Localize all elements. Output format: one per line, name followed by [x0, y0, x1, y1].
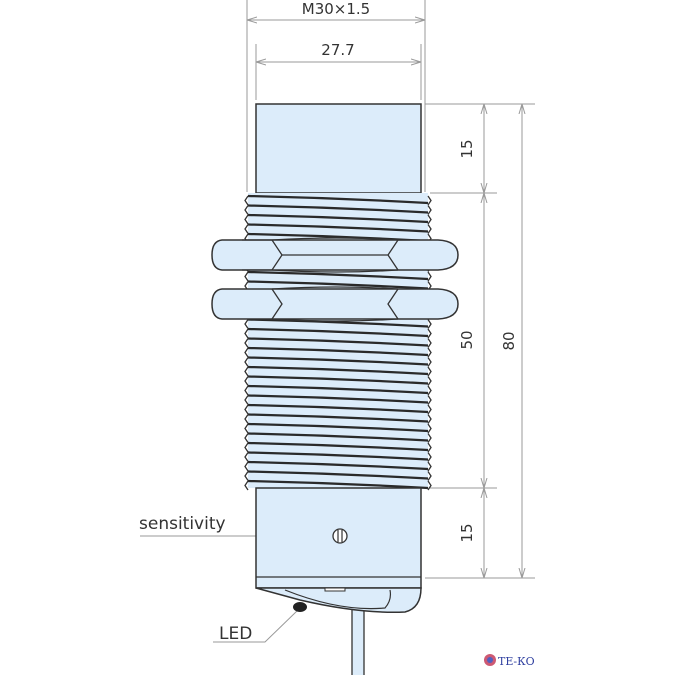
thread-edge: [244, 461, 432, 472]
nut-upper: [211, 237, 459, 273]
thread-edge: [244, 376, 432, 386]
thread-length-dimension: 50: [458, 330, 476, 349]
thread-line: [247, 470, 429, 480]
thread-line: [247, 403, 429, 414]
thread-line: [247, 223, 429, 233]
thread-edge: [244, 338, 432, 348]
thread-line: [247, 213, 429, 224]
thread-line: [247, 318, 429, 328]
top-length-dimension: 15: [458, 139, 476, 158]
thread-line: [247, 479, 429, 490]
sensitivity-label: sensitivity: [139, 514, 226, 534]
thread-edge: [244, 214, 432, 225]
thread-line: [247, 270, 429, 281]
thread-edge: [244, 433, 432, 443]
thread-edge: [244, 224, 432, 234]
thread-line: [247, 384, 429, 395]
width-dimension: 27.7: [321, 41, 354, 59]
logo: ТЕ-КО: [484, 654, 535, 668]
logo-text: ТЕ-КО: [498, 655, 535, 668]
thread-edge: [244, 319, 432, 329]
thread-edge: [244, 271, 432, 282]
thread-line: [247, 337, 429, 347]
housing: [255, 487, 422, 613]
thread-edge: [244, 366, 432, 377]
thread-line: [247, 394, 429, 404]
thread-line: [247, 194, 429, 205]
thread-edge: [244, 480, 432, 491]
sensitivity-potentiometer: [332, 528, 348, 544]
thread-edge: [244, 404, 432, 415]
thread-line: [247, 422, 429, 433]
led-label: LED: [219, 624, 252, 644]
thread-line: [247, 346, 429, 357]
nut-lower: [211, 286, 459, 322]
thread-edge: [244, 347, 432, 358]
thread-dimension: M30×1.5: [302, 0, 370, 18]
dimension-lines: [140, 0, 535, 643]
thread-edge: [244, 414, 432, 424]
thread-edge: [244, 195, 432, 206]
thread-line: [247, 356, 429, 366]
thread-line: [247, 280, 429, 290]
thread-edge: [244, 328, 432, 339]
thread-edge: [244, 442, 432, 453]
thread-edge: [244, 423, 432, 434]
thread-edge: [244, 471, 432, 481]
thread-edge: [244, 385, 432, 396]
led-indicator: [293, 602, 307, 612]
thread-line: [247, 441, 429, 452]
thread-line: [247, 460, 429, 471]
total-length-dimension: 80: [500, 331, 518, 350]
bottom-length-dimension: 15: [458, 523, 476, 542]
thread-edge: [244, 357, 432, 367]
thread-line: [247, 365, 429, 376]
thread-edge: [244, 395, 432, 405]
thread-edge: [244, 205, 432, 215]
thread-edge: [244, 452, 432, 462]
sensing-face: [255, 103, 422, 194]
thread-line: [247, 413, 429, 423]
thread-line: [247, 204, 429, 214]
thread-line: [247, 451, 429, 461]
thread-line: [247, 327, 429, 338]
thread-line: [247, 432, 429, 442]
thread-line: [247, 375, 429, 385]
